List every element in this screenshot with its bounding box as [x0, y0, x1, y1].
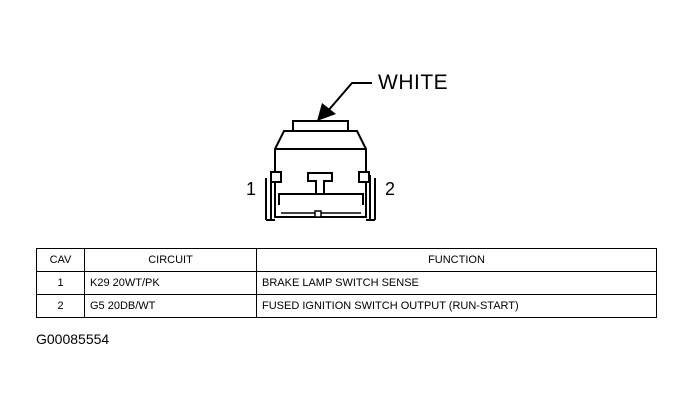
header-cav: CAV — [36, 248, 85, 272]
table-header-row: CAV CIRCUIT FUNCTION — [36, 248, 657, 272]
cell-cav: 1 — [36, 271, 85, 295]
cell-function: FUSED IGNITION SWITCH OUTPUT (RUN-START) — [256, 294, 657, 318]
connector-face-drawing — [265, 82, 376, 221]
cavity-1-label: 1 — [246, 179, 257, 199]
cell-circuit: K29 20WT/PK — [84, 271, 257, 295]
cell-circuit: G5 20DB/WT — [84, 294, 257, 318]
table-row: 2 G5 20DB/WT FUSED IGNITION SWITCH OUTPU… — [36, 294, 657, 318]
cell-function: BRAKE LAMP SWITCH SENSE — [256, 271, 657, 295]
figure-id: G00085554 — [36, 331, 110, 347]
header-function: FUNCTION — [256, 248, 657, 272]
header-circuit: CIRCUIT — [84, 248, 257, 272]
left-rail — [265, 171, 282, 221]
table-row: 1 K29 20WT/PK BRAKE LAMP SWITCH SENSE — [36, 271, 657, 295]
leader-arrowhead — [317, 103, 336, 121]
latch-tab — [292, 120, 349, 132]
cell-cav: 2 — [36, 294, 85, 318]
center-key — [307, 172, 333, 195]
bottom-notch — [314, 210, 322, 218]
connector-color-label: WHITE — [378, 71, 449, 94]
leader-line — [326, 82, 372, 113]
cavity-2-label: 2 — [385, 179, 396, 199]
right-rail — [358, 171, 376, 221]
pinout-table: CAV CIRCUIT FUNCTION 1 K29 20WT/PK BRAKE… — [36, 248, 657, 318]
